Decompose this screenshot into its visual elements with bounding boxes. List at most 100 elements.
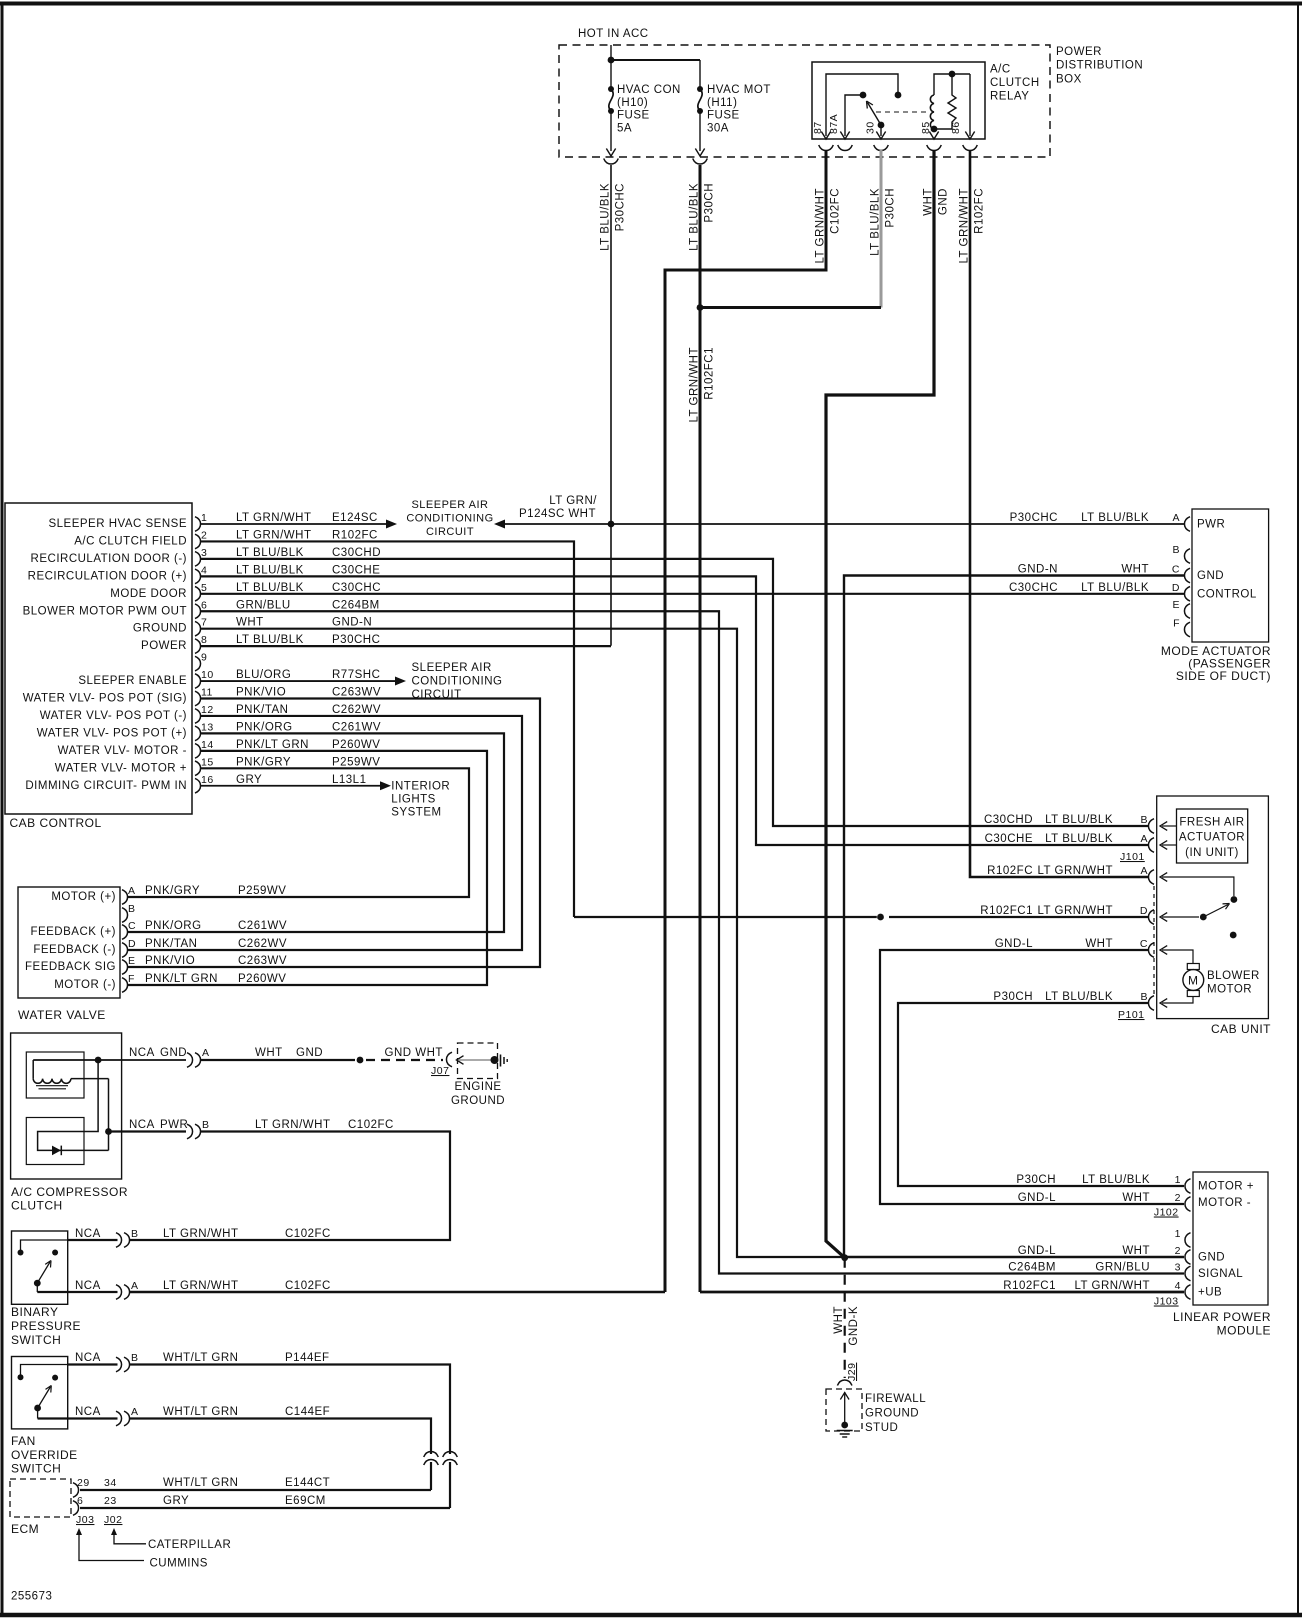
- svg-text:POWER: POWER: [1056, 46, 1102, 58]
- svg-text:ACTUATOR: ACTUATOR: [1179, 832, 1245, 844]
- svg-text:GROUND: GROUND: [865, 1408, 919, 1420]
- svg-text:WATER VALVE: WATER VALVE: [18, 1008, 106, 1022]
- svg-text:A: A: [1140, 833, 1148, 845]
- svg-text:LT BLU/BLK: LT BLU/BLK: [600, 183, 612, 251]
- svg-text:FAN: FAN: [11, 1434, 36, 1448]
- svg-text:A: A: [131, 1280, 139, 1292]
- svg-text:23: 23: [104, 1495, 117, 1507]
- svg-text:34: 34: [104, 1477, 117, 1489]
- svg-text:RECIRCULATION DOOR (-): RECIRCULATION DOOR (-): [31, 553, 187, 565]
- svg-text:(IN UNIT): (IN UNIT): [1185, 847, 1239, 859]
- svg-text:J103: J103: [1154, 1296, 1179, 1308]
- svg-text:CUMMINS: CUMMINS: [150, 1558, 208, 1570]
- svg-text:R102FC1: R102FC1: [704, 347, 716, 400]
- svg-text:C261WV: C261WV: [238, 920, 287, 932]
- svg-text:WHT: WHT: [1121, 564, 1149, 576]
- svg-text:A/C COMPRESSOR: A/C COMPRESSOR: [11, 1185, 128, 1199]
- svg-text:GND: GND: [938, 188, 950, 215]
- svg-text:P124SC: P124SC: [519, 508, 565, 520]
- svg-text:M: M: [1188, 974, 1199, 988]
- svg-text:B: B: [131, 1352, 139, 1364]
- svg-text:CIRCUIT: CIRCUIT: [412, 689, 462, 701]
- svg-text:LT BLU/BLK: LT BLU/BLK: [870, 188, 882, 256]
- svg-text:C: C: [1140, 938, 1148, 950]
- svg-text:NCA: NCA: [129, 1047, 155, 1059]
- svg-text:LT GRN/WHT: LT GRN/WHT: [236, 529, 312, 541]
- svg-text:LT BLU/BLK: LT BLU/BLK: [1045, 833, 1113, 845]
- svg-text:C261WV: C261WV: [332, 721, 381, 733]
- svg-text:WHT: WHT: [255, 1047, 283, 1059]
- svg-text:FEEDBACK (+): FEEDBACK (+): [30, 926, 116, 938]
- svg-text:A: A: [1140, 865, 1148, 877]
- svg-text:J02: J02: [104, 1514, 122, 1526]
- svg-text:MODE ACTUATOR: MODE ACTUATOR: [1161, 644, 1271, 658]
- svg-text:PNK/VIO: PNK/VIO: [145, 955, 195, 967]
- svg-text:WATER VLV- POS POT (+): WATER VLV- POS POT (+): [37, 727, 187, 739]
- svg-text:2: 2: [1175, 1192, 1181, 1204]
- svg-text:INTERIOR: INTERIOR: [391, 781, 450, 793]
- svg-text:B: B: [1140, 814, 1148, 826]
- svg-text:BOX: BOX: [1056, 73, 1082, 85]
- svg-text:RELAY: RELAY: [990, 91, 1029, 103]
- svg-text:WHT: WHT: [1122, 1245, 1150, 1257]
- svg-text:LT GRN/WHT: LT GRN/WHT: [255, 1119, 331, 1131]
- svg-text:5: 5: [201, 582, 207, 594]
- svg-text:WHT: WHT: [1122, 1192, 1150, 1204]
- svg-text:14: 14: [201, 739, 214, 751]
- svg-text:WATER VLV- MOTOR +: WATER VLV- MOTOR +: [55, 762, 187, 774]
- svg-text:LT GRN/: LT GRN/: [549, 495, 597, 507]
- svg-text:C262WV: C262WV: [332, 704, 381, 716]
- svg-text:NCA: NCA: [75, 1280, 101, 1292]
- svg-text:(H10): (H10): [617, 97, 648, 109]
- svg-text:GND: GND: [1198, 1252, 1225, 1264]
- svg-text:LIGHTS: LIGHTS: [391, 794, 436, 806]
- svg-text:GRN/BLU: GRN/BLU: [1095, 1262, 1150, 1274]
- svg-text:C144EF: C144EF: [285, 1406, 330, 1418]
- svg-text:LT GRN/WHT: LT GRN/WHT: [163, 1228, 239, 1240]
- svg-text:FIREWALL: FIREWALL: [865, 1393, 926, 1405]
- svg-text:P259WV: P259WV: [238, 885, 286, 897]
- svg-text:SLEEPER AIR: SLEEPER AIR: [411, 499, 488, 511]
- svg-text:A/C CLUTCH FIELD: A/C CLUTCH FIELD: [74, 535, 187, 547]
- svg-text:J03: J03: [76, 1514, 94, 1526]
- svg-text:LT GRN/WHT: LT GRN/WHT: [1038, 905, 1114, 917]
- svg-text:P30CH: P30CH: [704, 183, 716, 223]
- svg-text:ENGINE: ENGINE: [454, 1081, 501, 1093]
- svg-text:C102FC: C102FC: [348, 1119, 394, 1131]
- svg-text:SWITCH: SWITCH: [11, 1462, 61, 1476]
- svg-text:HVAC CON: HVAC CON: [617, 84, 681, 96]
- svg-text:2: 2: [1175, 1245, 1181, 1257]
- svg-text:86: 86: [950, 121, 962, 134]
- svg-text:C262WV: C262WV: [238, 938, 287, 950]
- svg-text:C30CHD: C30CHD: [984, 814, 1033, 826]
- svg-text:PNK/LT GRN: PNK/LT GRN: [145, 973, 218, 985]
- svg-text:E124SC: E124SC: [332, 512, 378, 524]
- svg-text:SLEEPER HVAC SENSE: SLEEPER HVAC SENSE: [48, 518, 187, 530]
- svg-text:J07: J07: [431, 1065, 449, 1077]
- svg-text:12: 12: [201, 704, 214, 716]
- svg-text:C: C: [1172, 564, 1180, 576]
- svg-text:OVERRIDE: OVERRIDE: [11, 1448, 78, 1462]
- svg-text:P101: P101: [1118, 1009, 1145, 1021]
- svg-text:PNK/GRY: PNK/GRY: [145, 885, 200, 897]
- svg-text:B: B: [202, 1119, 210, 1131]
- svg-text:+UB: +UB: [1198, 1287, 1222, 1299]
- svg-text:B: B: [1172, 544, 1180, 556]
- svg-text:C30CHE: C30CHE: [332, 564, 380, 576]
- svg-text:P30CHC: P30CHC: [332, 634, 380, 646]
- svg-text:LT BLU/BLK: LT BLU/BLK: [1081, 582, 1149, 594]
- svg-text:LT GRN/WHT: LT GRN/WHT: [1075, 1280, 1151, 1292]
- svg-text:MOTOR (+): MOTOR (+): [51, 891, 116, 903]
- svg-text:P30CHC: P30CHC: [1010, 512, 1058, 524]
- svg-text:P30CH: P30CH: [1016, 1174, 1056, 1186]
- svg-text:J102: J102: [1154, 1207, 1179, 1219]
- svg-text:FRESH AIR: FRESH AIR: [1179, 817, 1244, 829]
- svg-text:A: A: [202, 1047, 210, 1059]
- svg-text:POWER: POWER: [141, 640, 187, 652]
- svg-text:85: 85: [920, 121, 932, 134]
- svg-text:GND-N: GND-N: [1018, 564, 1058, 576]
- svg-text:P259WV: P259WV: [332, 756, 380, 768]
- svg-text:5A: 5A: [617, 122, 632, 134]
- svg-text:B: B: [131, 1228, 139, 1240]
- svg-text:PWR: PWR: [160, 1119, 188, 1131]
